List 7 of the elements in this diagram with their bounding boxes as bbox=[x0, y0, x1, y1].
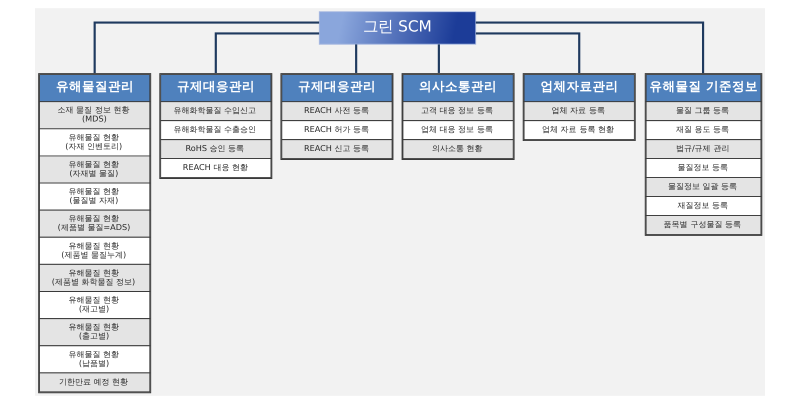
connector bbox=[214, 32, 320, 74]
connector bbox=[476, 21, 704, 74]
connector bbox=[438, 44, 440, 73]
connector bbox=[94, 21, 320, 74]
node-box: 그린 SCM bbox=[318, 11, 476, 45]
connector bbox=[476, 32, 580, 74]
connector bbox=[355, 44, 358, 73]
